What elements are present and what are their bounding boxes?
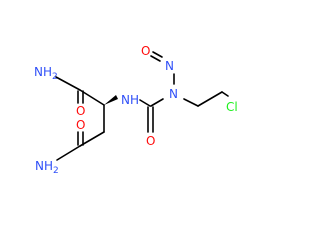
atom-nh: NH [121, 93, 139, 107]
bond-calpha-nh-wedge [104, 95, 118, 105]
atom-cl: Cl [226, 100, 238, 114]
bond-c1-calpha [79, 89, 105, 106]
bond-c2-nh2bottom [56, 145, 81, 161]
atom-o-bottom: O [76, 118, 85, 132]
atom-labels: NH2 O NH O N N O Cl O NH2 [34, 44, 238, 176]
bond-ch2-c2 [79, 131, 105, 147]
bond-nh-curea [139, 99, 151, 107]
molecule-diagram: NH2 O NH O N N O Cl O NH2 [34, 44, 238, 176]
atom-nh2-bottom: NH2 [35, 159, 59, 176]
bond-nnitroso-o-b [152, 51, 163, 58]
atom-o-nitroso: O [141, 44, 150, 58]
atom-nh2-top: NH2 [34, 65, 58, 82]
atom-o-top: O [76, 104, 85, 118]
bond-ch2b-cl [221, 91, 229, 97]
bond-curea-n [150, 98, 164, 107]
bond-n-ch2a [183, 98, 199, 107]
bond-nh2top-c1 [55, 76, 81, 91]
bonds [55, 51, 229, 161]
atom-n-nitroso: N [165, 59, 174, 73]
atom-o-carbonyl: O [146, 134, 155, 148]
bond-nnitroso-o-a [150, 55, 161, 62]
atom-n: N [169, 87, 178, 101]
bond-ch2a-ch2b [197, 91, 223, 107]
